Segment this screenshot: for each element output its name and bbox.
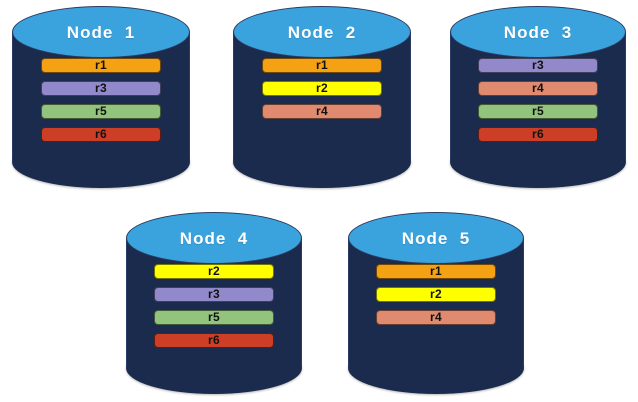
- node-5-replica-r2[interactable]: r2: [376, 287, 496, 302]
- node-3-replica-r5[interactable]: r5: [478, 104, 598, 119]
- node-3[interactable]: Node 3 r3 r4 r5 r6: [450, 6, 626, 188]
- node-4-replica-list: r2 r3 r5 r6: [126, 264, 302, 348]
- node-1[interactable]: Node 1 r1 r3 r5 r6: [12, 6, 190, 188]
- node-3-replica-r4[interactable]: r4: [478, 81, 598, 96]
- node-1-cylinder-top: [12, 6, 190, 58]
- node-2-label: Node 2: [287, 23, 357, 42]
- node-2-replica-list: r1 r2 r4: [233, 58, 411, 119]
- node-2-cylinder-top: [233, 6, 411, 58]
- node-1-replica-r3[interactable]: r3: [41, 81, 161, 96]
- node-2-replica-r1[interactable]: r1: [262, 58, 382, 73]
- node-1-replica-list: r1 r3 r5 r6: [12, 58, 190, 142]
- node-5-cylinder-top: [348, 212, 524, 264]
- node-2-replica-r4[interactable]: r4: [262, 104, 382, 119]
- node-3-cylinder-top: [450, 6, 626, 58]
- node-4-cylinder-top: [126, 212, 302, 264]
- node-5-replica-r1[interactable]: r1: [376, 264, 496, 279]
- node-5-replica-list: r1 r2 r4: [348, 264, 524, 325]
- node-4-replica-r6[interactable]: r6: [154, 333, 274, 348]
- node-1-label: Node 1: [66, 23, 136, 42]
- node-4-replica-r5[interactable]: r5: [154, 310, 274, 325]
- node-4-label: Node 4: [179, 229, 249, 248]
- node-3-replica-r3[interactable]: r3: [478, 58, 598, 73]
- node-5-replica-r4[interactable]: r4: [376, 310, 496, 325]
- node-3-replica-r6[interactable]: r6: [478, 127, 598, 142]
- node-4-replica-r2[interactable]: r2: [154, 264, 274, 279]
- node-2-replica-r2[interactable]: r2: [262, 81, 382, 96]
- node-3-label: Node 3: [503, 23, 573, 42]
- node-4[interactable]: Node 4 r2 r3 r5 r6: [126, 212, 302, 394]
- node-5-label: Node 5: [401, 229, 471, 248]
- node-1-replica-r6[interactable]: r6: [41, 127, 161, 142]
- node-3-replica-list: r3 r4 r5 r6: [450, 58, 626, 142]
- node-2[interactable]: Node 2 r1 r2 r4: [233, 6, 411, 188]
- node-4-replica-r3[interactable]: r3: [154, 287, 274, 302]
- node-5[interactable]: Node 5 r1 r2 r4: [348, 212, 524, 394]
- node-1-replica-r1[interactable]: r1: [41, 58, 161, 73]
- node-1-replica-r5[interactable]: r5: [41, 104, 161, 119]
